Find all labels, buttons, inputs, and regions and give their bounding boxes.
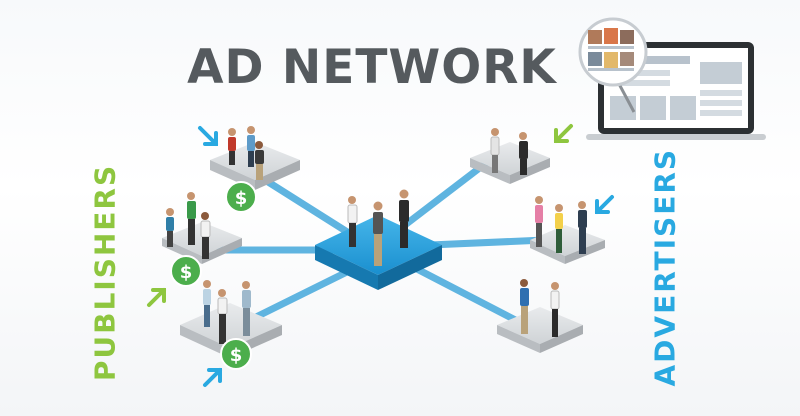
person-icon [535, 196, 543, 247]
platform [497, 307, 583, 353]
person-icon [399, 189, 409, 248]
dollar-badge-icon: $ [170, 255, 202, 287]
person-icon [166, 208, 174, 247]
person-icon [203, 280, 211, 327]
person-icon [519, 132, 528, 175]
person-icon [200, 212, 211, 259]
page-title: AD NETWORK [187, 40, 557, 95]
connector-line [411, 264, 529, 329]
person-icon [373, 201, 383, 266]
person-icon [555, 204, 563, 253]
person-icon [347, 196, 358, 247]
person-icon [520, 279, 529, 334]
arrow-icon [147, 124, 614, 387]
ad-thumbnails [588, 28, 634, 71]
magnifier-icon [578, 17, 648, 113]
connector-line [246, 264, 359, 324]
person-icon [247, 126, 255, 167]
person-icon [217, 289, 228, 344]
connector-line [401, 156, 494, 229]
dollar-badge-icon: $ [225, 181, 257, 213]
dollar-symbol: $ [180, 262, 193, 283]
person-icon [550, 282, 560, 337]
dollar-symbol: $ [230, 345, 243, 366]
person-icon [228, 128, 236, 165]
dollar-symbol: $ [235, 188, 248, 209]
dollar-badge-icon: $ [220, 338, 252, 370]
connector-line [426, 236, 549, 249]
person-icon [490, 128, 500, 173]
person-icon [187, 192, 196, 245]
connector-lines [216, 156, 549, 329]
connector-line [261, 176, 364, 244]
people-group [166, 126, 587, 344]
person-icon [578, 201, 587, 254]
person-icon [242, 281, 251, 336]
person-icon [255, 141, 264, 180]
platform [210, 142, 300, 190]
platform [470, 142, 550, 184]
